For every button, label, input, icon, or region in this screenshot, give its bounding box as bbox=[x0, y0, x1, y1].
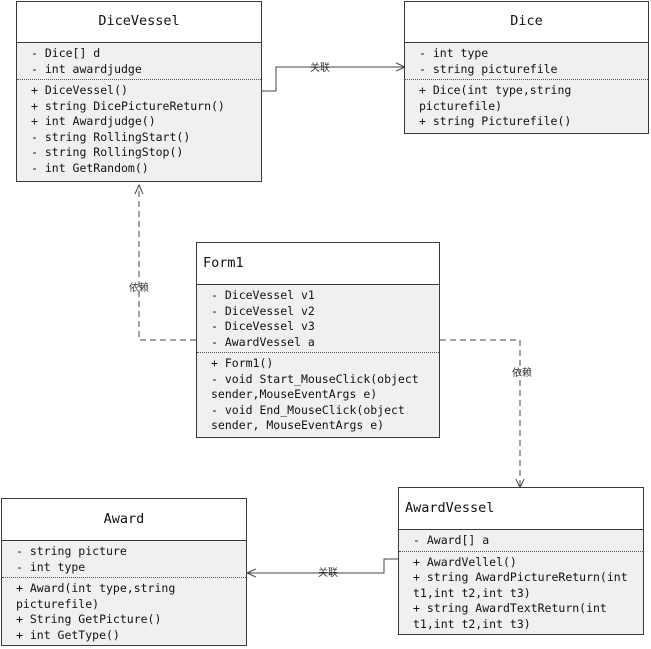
class-name: DiceVessel bbox=[17, 2, 261, 43]
method-row: + Award(int type,string picturefile) bbox=[16, 581, 183, 611]
attribute-row: - int awardjudge bbox=[31, 61, 142, 76]
attributes-section: - string picture- int type bbox=[2, 541, 246, 577]
methods-section: + AwardVellel()+ string AwardPictureRetu… bbox=[399, 550, 643, 635]
methods-section: + Form1()- void Start_MouseClick(object … bbox=[197, 352, 439, 436]
method-row: - string RollingStart() bbox=[31, 129, 191, 144]
methods-section: + Dice(int type,string picturefile)+ str… bbox=[405, 79, 648, 132]
attribute-row: - AwardVessel a bbox=[211, 334, 315, 349]
attribute-row: - string picture bbox=[16, 544, 127, 558]
class-name: Award bbox=[2, 499, 246, 541]
method-row: + int GetType() bbox=[16, 627, 120, 642]
method-row: + AwardVellel() bbox=[413, 554, 517, 569]
attributes-section: - Dice[] d- int awardjudge bbox=[17, 43, 261, 79]
class-dicevessel[interactable]: DiceVessel - Dice[] d- int awardjudge+ D… bbox=[16, 1, 262, 182]
dependency-form1-dicevessel bbox=[139, 185, 196, 341]
label-awardvessel-award: 关联 bbox=[318, 566, 338, 579]
attribute-row: - int type bbox=[16, 559, 86, 574]
label-form1-awardvessel: 依赖 bbox=[512, 366, 532, 379]
method-row: + string DicePictureReturn() bbox=[31, 98, 225, 113]
attribute-row: - DiceVessel v1 bbox=[211, 288, 315, 302]
class-dice[interactable]: Dice - int type- string picturefile+ Dic… bbox=[404, 1, 649, 134]
label-form1-dicevessel: 依赖 bbox=[129, 281, 149, 294]
dependency-form1-awardvessel bbox=[440, 339, 520, 488]
method-row: - int GetRandom() bbox=[31, 160, 149, 175]
method-row: - void End_MouseClick(object sender, Mou… bbox=[211, 402, 412, 433]
attribute-row: - DiceVessel v3 bbox=[211, 319, 315, 333]
method-row: + Dice(int type,string picturefile) bbox=[419, 83, 579, 113]
method-row: + int Awardjudge() bbox=[31, 114, 156, 128]
class-name: AwardVessel bbox=[399, 488, 643, 530]
attribute-row: - Award[] a bbox=[413, 533, 490, 547]
method-row: + string AwardPictureReturn(int t1,int t… bbox=[413, 570, 635, 600]
attributes-section: - Award[] a bbox=[399, 530, 643, 551]
attribute-row: - int type bbox=[419, 46, 489, 60]
class-name: Form1 bbox=[197, 243, 439, 285]
association-dicevessel-dice bbox=[262, 67, 405, 92]
attribute-row: - DiceVessel v2 bbox=[211, 303, 315, 318]
attributes-section: - int type- string picturefile bbox=[405, 43, 648, 79]
association-awardvessel-award bbox=[247, 558, 398, 573]
label-dicevessel-dice: 关联 bbox=[310, 61, 330, 74]
methods-section: + Award(int type,string picturefile)+ St… bbox=[2, 577, 246, 645]
method-row: + String GetPicture() bbox=[16, 612, 162, 626]
methods-section: + DiceVessel()+ string DicePictureReturn… bbox=[17, 79, 261, 178]
class-form1[interactable]: Form1 - DiceVessel v1- DiceVessel v2- Di… bbox=[196, 242, 440, 438]
method-row: + Form1() bbox=[211, 356, 274, 370]
attributes-section: - DiceVessel v1- DiceVessel v2- DiceVess… bbox=[197, 285, 439, 352]
method-row: + DiceVessel() bbox=[31, 83, 128, 97]
class-name: Dice bbox=[405, 2, 648, 43]
method-row: + string AwardTextReturn(int t1,int t2,i… bbox=[413, 601, 614, 631]
attribute-row: - string picturefile bbox=[419, 61, 558, 76]
method-row: - string RollingStop() bbox=[31, 145, 184, 159]
class-award[interactable]: Award - string picture- int type+ Award(… bbox=[1, 498, 247, 646]
method-row: + string Picturefile() bbox=[419, 114, 572, 128]
class-awardvessel[interactable]: AwardVessel - Award[] a+ AwardVellel()+ … bbox=[398, 487, 644, 635]
attribute-row: - Dice[] d bbox=[31, 46, 101, 60]
method-row: - void Start_MouseClick(object sender,Mo… bbox=[211, 371, 426, 402]
